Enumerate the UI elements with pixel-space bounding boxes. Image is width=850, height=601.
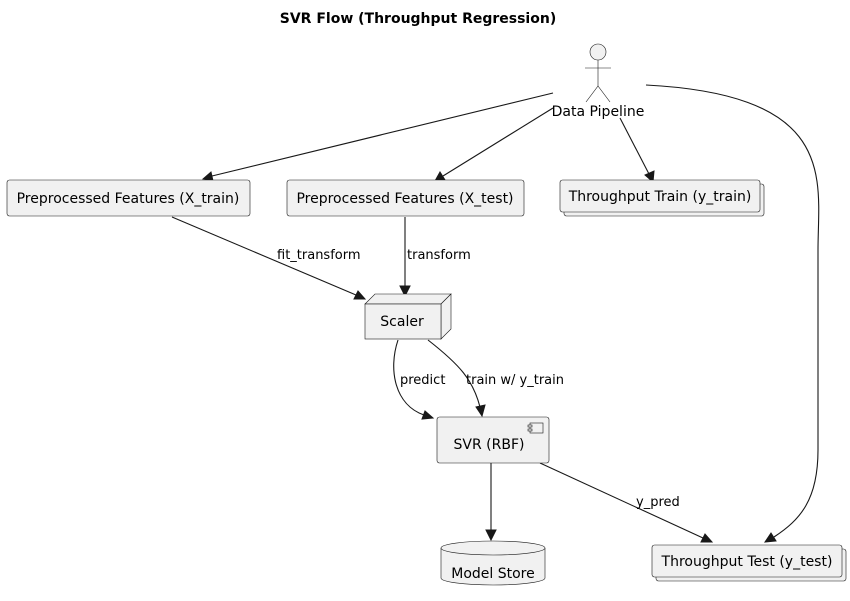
edge-label-predict: predict [400,373,445,388]
component-icon [527,422,544,434]
edge-label-transform: transform [407,248,471,263]
edge-pipeline-to-x-train [201,92,554,182]
node-model-store[interactable]: Model Store [440,540,546,586]
node-label: Model Store [451,566,535,582]
edge-scaler-to-svr-train [427,339,486,418]
node-label: Throughput Test (y_test) [661,554,833,570]
actor-label: Data Pipeline [552,104,645,120]
node-scaler[interactable]: Scaler [364,293,452,340]
edge-pipeline-to-y-train [619,117,655,184]
node-svr[interactable]: SVR (RBF) [436,416,550,464]
edge-label-y-pred: y_pred [636,495,680,510]
edge-labels: fit_transform transform predict train w/… [277,248,680,510]
node-label: Scaler [380,314,424,330]
node-label: SVR (RBF) [454,437,525,453]
edge-x-test-to-scaler [399,217,411,298]
edge-scaler-to-svr-predict [393,339,435,420]
node-y-train[interactable]: Throughput Train (y_train) [559,179,765,217]
node-x-train[interactable]: Preprocessed Features (X_train) [6,179,251,217]
edge-label-fit-transform: fit_transform [277,248,361,263]
node-x-test[interactable]: Preprocessed Features (X_test) [286,179,525,217]
node-label: Preprocessed Features (X_train) [17,191,240,207]
actor-data-pipeline[interactable]: Data Pipeline [552,43,645,120]
edge-label-train: train w/ y_train [466,373,564,388]
edge-pipeline-to-x-test [434,107,554,182]
node-label: Throughput Train (y_train) [568,189,752,205]
diagram-title: SVR Flow (Throughput Regression) [280,11,556,27]
edge-svr-to-model-store [485,463,497,542]
edge-pipeline-to-y-test [645,84,820,543]
edge-svr-to-y-test [539,462,714,543]
node-y-test[interactable]: Throughput Test (y_test) [651,544,847,582]
edges [171,84,820,543]
edge-x-train-to-scaler [171,216,367,300]
actor-icon [585,43,611,103]
node-label: Preprocessed Features (X_test) [296,191,513,207]
